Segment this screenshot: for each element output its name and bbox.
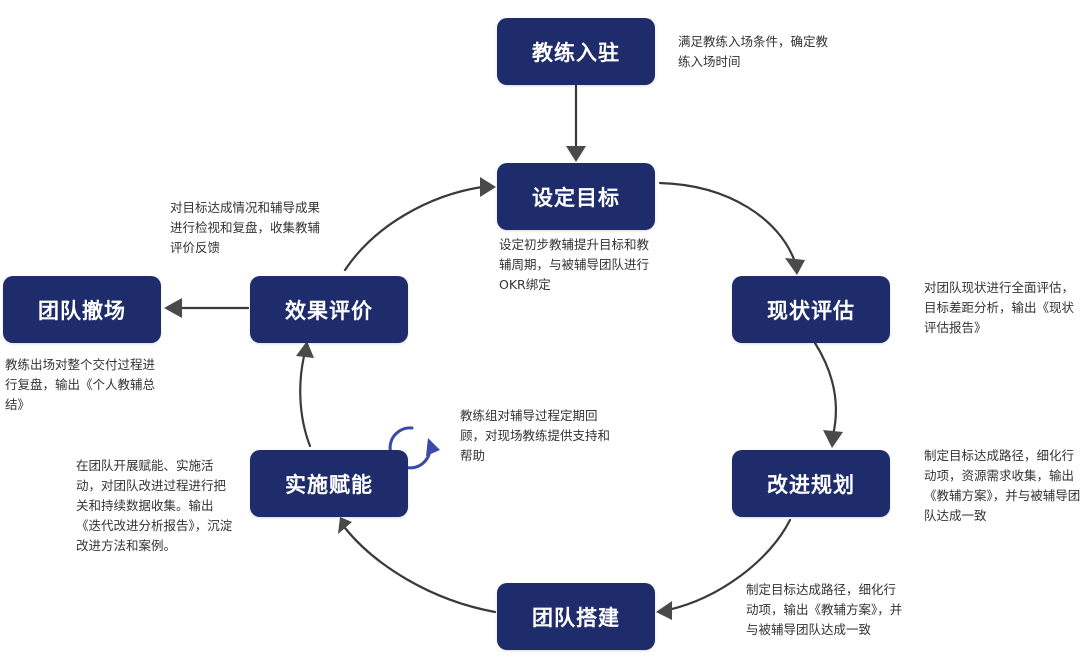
note-improve-plan: 制定目标达成路径，细化行动项，资源需求收集，输出《教辅方案》，并与被辅导团队达成… xyxy=(924,448,1081,523)
arrow-evaluate-to-withdraw xyxy=(164,298,250,318)
note-evaluate: 对目标达成情况和辅导成果进行检视和复盘，收集教辅评价反馈 xyxy=(170,200,321,255)
note-review: 教练组对辅导过程定期回顾，对现场教练提供支持和帮助 xyxy=(460,408,611,463)
node-withdraw: 团队撤场 xyxy=(3,276,161,343)
note-enable: 在团队开展赋能、实施活动，对团队改进过程进行把关和持续数据收集。输出《迭代改进分… xyxy=(76,458,233,553)
arrow-evaluate-to-goal xyxy=(343,177,496,272)
arrow-plan-to-build xyxy=(656,518,792,620)
arrow-enable-to-evaluate xyxy=(296,341,314,448)
arrow-build-to-enable xyxy=(338,517,497,614)
arrow-assess-to-plan xyxy=(813,341,843,448)
note-set-goal: 设定初步教辅提升目标和教辅周期，与被辅导团队进行OKR绑定 xyxy=(499,237,650,292)
note-team-build: 制定目标达成路径，细化行动项，输出《教辅方案》，并与被辅导团队达成一致 xyxy=(746,582,903,637)
node-improve-plan: 改进规划 xyxy=(732,450,890,517)
arrow-entry-to-goal xyxy=(566,84,586,162)
arrow-goal-to-assess xyxy=(658,181,805,275)
node-assess: 现状评估 xyxy=(732,276,890,343)
node-set-goal: 设定目标 xyxy=(497,163,655,230)
node-evaluate: 效果评价 xyxy=(250,276,408,343)
node-coach-entry: 教练入驻 xyxy=(497,18,655,85)
note-assess: 对团队现状进行全面评估，目标差距分析，输出《现状评估报告》 xyxy=(924,280,1075,335)
note-coach-entry: 满足教练入场条件，确定教练入场时间 xyxy=(678,34,829,69)
note-withdraw: 教练出场对整个交付过程进行复盘，输出《个人教辅总结》 xyxy=(5,357,156,412)
node-team-build: 团队搭建 xyxy=(497,583,655,650)
node-enable: 实施赋能 xyxy=(250,450,408,517)
